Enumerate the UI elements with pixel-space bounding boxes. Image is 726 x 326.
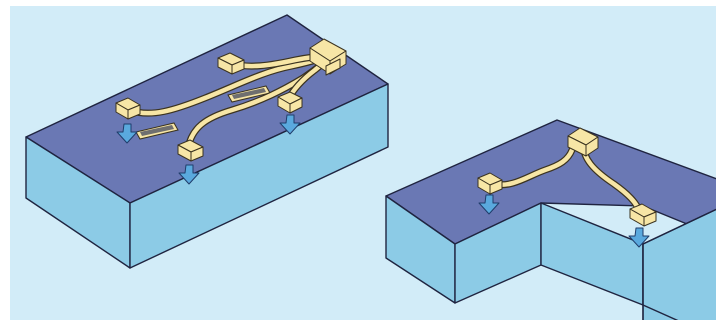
down-arrow-icon	[478, 194, 500, 215]
right-module	[385, 119, 716, 320]
down-arrow-icon	[628, 227, 650, 248]
left-module	[25, 14, 389, 269]
left-module-connector	[217, 52, 245, 75]
right-module-connector	[629, 203, 657, 227]
left-module-connector	[277, 91, 303, 114]
down-arrow-icon	[178, 164, 200, 185]
right-module-cable-head	[567, 127, 599, 157]
down-arrow-icon	[279, 114, 301, 135]
right-module-connector	[477, 172, 503, 195]
left-module-right-face	[129, 83, 389, 269]
left-module-cable-head	[309, 38, 347, 76]
left-module-slot	[135, 122, 179, 140]
left-module-connector	[177, 139, 204, 162]
left-module-connector	[115, 97, 141, 120]
down-arrow-icon	[116, 123, 138, 144]
